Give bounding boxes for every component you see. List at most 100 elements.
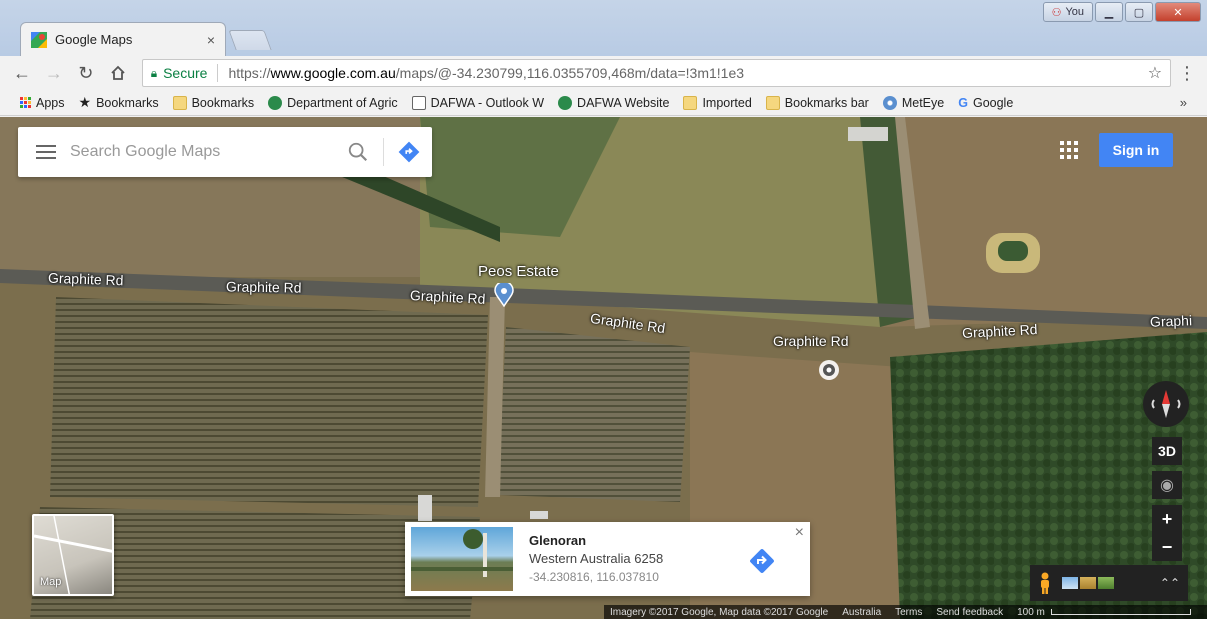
menu-icon[interactable] [36, 145, 56, 159]
meteye-icon [882, 95, 897, 110]
profile-label: You [1065, 6, 1084, 18]
bookmark-label: Apps [36, 95, 65, 110]
bookmark-label: DAFWA - Outlook W [430, 95, 545, 110]
zoom-in-button[interactable]: + [1152, 505, 1182, 533]
zoom-out-button[interactable]: − [1152, 533, 1182, 561]
forward-button[interactable]: → [40, 59, 68, 87]
poi-marker-icon[interactable] [494, 283, 514, 307]
road-label: Graphi [1149, 312, 1193, 330]
home-icon [111, 65, 125, 80]
profile-icon: ⚇ [1051, 6, 1062, 19]
tab-google-maps[interactable]: Google Maps × [20, 22, 226, 56]
folder-icon [172, 95, 187, 110]
bookmark-bookmarks-star[interactable]: ★ Bookmarks [79, 94, 159, 111]
bookmark-google[interactable]: G Google [958, 96, 1013, 110]
map-attribution: Imagery ©2017 Google, Map data ©2017 Goo… [604, 605, 1207, 619]
bookmark-bookmarks-folder[interactable]: Bookmarks [172, 95, 255, 110]
back-button[interactable]: ← [8, 59, 36, 87]
3d-toggle-button[interactable]: 3D [1152, 437, 1182, 465]
pegman-icon[interactable] [1038, 572, 1052, 594]
scale-label[interactable]: 100 m [1017, 606, 1045, 618]
scale-bar[interactable] [1050, 609, 1191, 615]
window-controls: ⚇ You ▁ ▢ ✕ [1042, 2, 1201, 22]
bookmark-bookmarks-bar[interactable]: Bookmarks bar [765, 95, 869, 110]
bookmark-label: MetEye [901, 95, 945, 110]
road-label: Graphite Rd [47, 269, 124, 289]
browser-toolbar: ← → ↻ 🔒︎ Secure https://www.google.com.a… [0, 56, 1207, 90]
poi-label-peos-estate[interactable]: Peos Estate [478, 263, 559, 280]
imagery-credit: Imagery ©2017 Google, Map data ©2017 Goo… [610, 606, 829, 618]
bookmark-dafwa-outlook[interactable]: DAFWA - Outlook W [411, 95, 545, 110]
bookmark-dafwa-website[interactable]: DAFWA Website [558, 95, 670, 110]
imagery-thumbnails[interactable] [1062, 577, 1114, 589]
home-button[interactable] [104, 59, 132, 87]
imagery-thumb-sky[interactable] [1062, 577, 1078, 589]
lock-icon: 🔒︎ [150, 65, 158, 80]
compass-button[interactable] [1143, 381, 1189, 427]
bookmark-label: Bookmarks [96, 95, 159, 110]
terms-link[interactable]: Terms [895, 606, 923, 618]
forward-arrow-icon: → [44, 62, 63, 83]
place-card[interactable]: Glenoran Western Australia 6258 -34.2308… [405, 522, 810, 596]
google-maps-favicon-icon [31, 31, 47, 48]
place-name: Glenoran [529, 533, 587, 548]
directions-icon[interactable] [398, 141, 420, 163]
dafwa-icon [268, 95, 283, 110]
place-region: Western Australia 6258 [529, 551, 664, 566]
profile-button[interactable]: ⚇ You [1042, 2, 1093, 22]
dropped-pin-icon[interactable] [818, 359, 840, 381]
compass-icon [1151, 390, 1181, 418]
bookmark-label: Google [972, 95, 1014, 110]
bookmark-label: Imported [702, 95, 752, 110]
bookmark-label: Bookmarks bar [784, 95, 869, 110]
minimap-label: Map [40, 576, 62, 588]
url-scheme: https:// [228, 65, 271, 81]
bookmarks-overflow-icon[interactable]: » [1179, 95, 1187, 110]
road-label: Graphite Rd [225, 278, 302, 296]
bookmark-label: DAFWA Website [577, 95, 670, 110]
imagery-thumb-field[interactable] [1098, 577, 1114, 589]
send-feedback-link[interactable]: Send feedback [936, 606, 1004, 618]
close-window-button[interactable]: ✕ [1155, 2, 1201, 22]
bookmarks-bar: Apps ★ Bookmarks Bookmarks Department of… [0, 90, 1207, 116]
my-location-button[interactable]: ◉ [1152, 471, 1182, 499]
place-coordinates: -34.230816, 116.037810 [529, 570, 659, 584]
place-photo-tree [411, 529, 513, 577]
bookmark-department-of-agric[interactable]: Department of Agric [268, 95, 398, 110]
google-apps-icon[interactable] [1060, 141, 1078, 159]
sign-in-button[interactable]: Sign in [1099, 133, 1173, 167]
secure-label: Secure [163, 65, 208, 81]
map-viewport[interactable]: Graphite Rd Graphite Rd Graphite Rd Grap… [0, 117, 1207, 619]
address-bar[interactable]: 🔒︎ Secure https://www.google.com.au/maps… [141, 59, 1172, 87]
search-separator [383, 138, 384, 166]
place-photo[interactable] [411, 527, 513, 591]
maximize-button[interactable]: ▢ [1125, 2, 1153, 22]
country-link[interactable]: Australia [842, 606, 882, 618]
streetview-panel: ⌃⌃ [1030, 565, 1188, 601]
reload-button[interactable]: ↻ [72, 59, 100, 87]
place-info: Glenoran Western Australia 6258 -34.2308… [529, 532, 804, 586]
place-directions-icon[interactable] [747, 546, 777, 576]
dafwa-icon [558, 95, 573, 110]
bookmark-apps[interactable]: Apps [20, 96, 65, 110]
search-icon[interactable] [347, 141, 369, 163]
search-input[interactable] [70, 143, 333, 161]
expand-up-icon[interactable]: ⌃⌃ [1159, 576, 1180, 590]
new-tab-button[interactable] [228, 30, 272, 50]
minimize-button[interactable]: ▁ [1095, 2, 1123, 22]
minimap-roads [34, 516, 112, 594]
imagery-thumb-terrain[interactable] [1080, 577, 1096, 589]
google-icon: G [958, 95, 968, 110]
place-card-close-icon[interactable]: × [794, 524, 804, 541]
url-path: /maps/@-34.230799,116.0355709,468m/data=… [395, 65, 745, 81]
bookmark-star-icon[interactable]: ☆ [1147, 65, 1163, 82]
browser-menu-icon[interactable]: ⋮ [1178, 62, 1197, 83]
satellite-imagery [0, 117, 1207, 619]
map-layer-toggle[interactable]: Map [32, 514, 114, 596]
tab-close-icon[interactable]: × [206, 31, 215, 48]
bookmark-label: Bookmarks [191, 95, 255, 110]
my-location-icon: ◉ [1160, 477, 1174, 494]
bookmark-imported[interactable]: Imported [683, 95, 752, 110]
back-arrow-icon: ← [12, 62, 31, 83]
bookmark-meteye[interactable]: MetEye [882, 95, 945, 110]
